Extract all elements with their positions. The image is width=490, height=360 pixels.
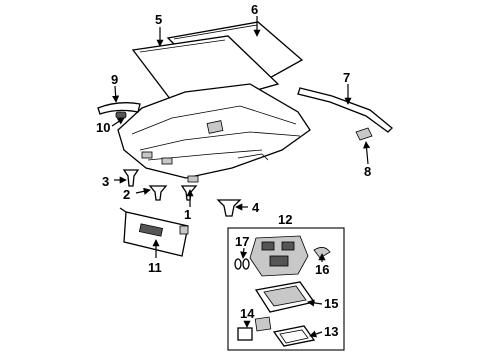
console-housing	[249, 235, 309, 277]
part-2-clip	[148, 185, 168, 201]
part-7-trim	[297, 87, 393, 133]
callout-3: 3	[102, 174, 109, 189]
callout-1: 1	[184, 207, 191, 222]
callout-6: 6	[251, 2, 258, 17]
part-1-clip	[180, 185, 198, 201]
callout-11: 11	[148, 260, 162, 275]
leader-lines	[111, 16, 371, 338]
callout-12: 12	[278, 212, 292, 227]
part-3-clip	[122, 169, 140, 187]
part-14-switch	[237, 316, 272, 341]
part-8-clip	[355, 127, 373, 141]
part-4-clip	[216, 199, 242, 217]
callout-7: 7	[343, 70, 350, 85]
part-9-10-handle	[97, 102, 141, 119]
callout-8: 8	[364, 164, 371, 179]
callout-14: 14	[240, 306, 255, 321]
part-15-frame	[254, 281, 316, 313]
callout-10: 10	[96, 120, 110, 135]
part-16-lens	[313, 247, 331, 259]
part-17-bulbs	[234, 258, 250, 270]
callout-2: 2	[123, 187, 130, 202]
callout-4: 4	[252, 200, 260, 215]
callout-labels: 1 2 3 4 5 6 7 8 9 10 11 12 13 14 15 16 1…	[96, 2, 371, 339]
callout-17: 17	[235, 234, 249, 249]
part-13-lens	[272, 325, 316, 347]
callout-9: 9	[111, 72, 118, 87]
part-11-sun-visor	[119, 207, 189, 257]
callout-5: 5	[155, 12, 162, 27]
callout-13: 13	[324, 324, 338, 339]
callout-16: 16	[315, 262, 329, 277]
callout-15: 15	[324, 296, 338, 311]
part-1-headliner	[117, 83, 311, 183]
